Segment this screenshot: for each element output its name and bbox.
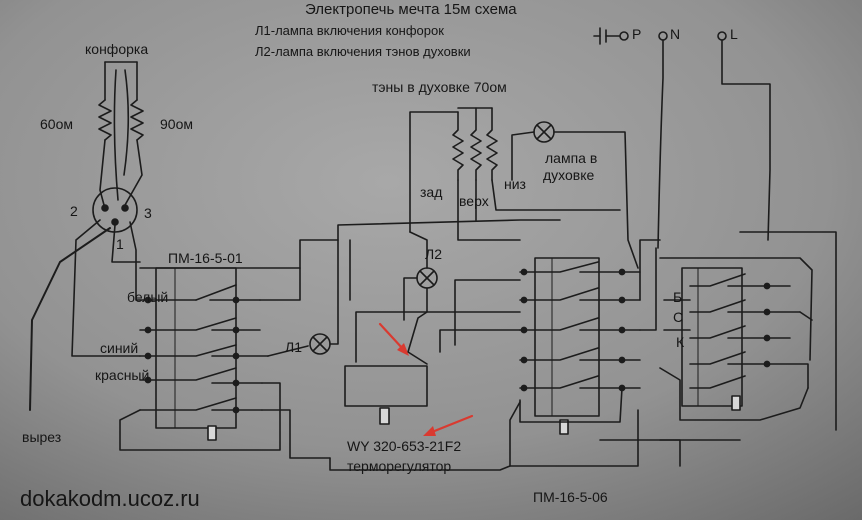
resistor-60-zigzag <box>98 99 112 141</box>
terminal-p-dot <box>619 31 629 41</box>
oven-lamp-label-2: духовке <box>543 167 595 183</box>
pin-1-label: 1 <box>116 236 124 252</box>
letter-b: Б <box>673 289 683 305</box>
watermark: dokakodm.ucoz.ru <box>20 486 200 511</box>
letter-s: С <box>673 309 684 325</box>
resistor-90-zigzag <box>130 99 144 141</box>
cutout-label: вырез <box>22 429 62 445</box>
legend-l1: Л1-лампа включения конфорок <box>255 23 444 38</box>
burner-connector <box>29 187 141 411</box>
terminal-l-label: L <box>730 26 738 42</box>
red-arrows <box>378 322 474 436</box>
oven-heaters-label: тэны в духовке 70ом <box>372 79 507 95</box>
oven-lamp <box>533 121 639 269</box>
lamp-l1 <box>267 219 561 357</box>
lamp2-label: Л2 <box>425 246 442 262</box>
heater-top-label: верх <box>459 193 489 209</box>
burner-label: конфорка <box>85 41 149 57</box>
heater-back-label: зад <box>420 184 443 200</box>
thermostat-label: терморегулятор <box>347 458 452 474</box>
oven-heaters <box>409 107 621 241</box>
terminal-n-label: N <box>670 26 681 42</box>
lamp-l2 <box>403 231 438 353</box>
wire-blue-label: синий <box>100 340 139 356</box>
lamp1-label: Л1 <box>285 339 302 355</box>
red-arrow-2 <box>430 414 474 434</box>
mains-terminals <box>593 27 771 249</box>
burner-resistors <box>98 61 144 206</box>
pin-3-label: 3 <box>144 205 152 221</box>
switch-pm-16-5-01 <box>119 267 331 459</box>
thermostat-model: WY 320-653-21F2 <box>347 438 462 454</box>
red-arrow-1 <box>378 322 405 351</box>
wire-white-label: белый <box>127 289 169 305</box>
switch1-label: ПМ-16-5-01 <box>168 250 243 266</box>
resistor-90-label: 90ом <box>160 116 193 132</box>
letter-k: К <box>676 334 685 350</box>
heater-bottom-label: низ <box>504 176 526 192</box>
switch-pm-16-5-06-b <box>299 231 837 441</box>
thermostat <box>344 279 521 425</box>
resistor-60-label: 60ом <box>40 116 73 132</box>
switch-pm-16-5-06-a <box>509 239 661 467</box>
wire-red-label: красный <box>95 367 150 383</box>
legend-l2: Л2-лампа включения тэнов духовки <box>255 44 471 59</box>
bottom-wiring <box>329 239 681 471</box>
terminal-p-label: P <box>632 26 642 42</box>
pin-2-label: 2 <box>70 203 78 219</box>
oven-lamp-label-1: лампа в <box>545 150 598 166</box>
diagram-title: Электропечь мечта 15м схема <box>305 1 517 18</box>
switch2-label: ПМ-16-5-06 <box>533 489 608 505</box>
